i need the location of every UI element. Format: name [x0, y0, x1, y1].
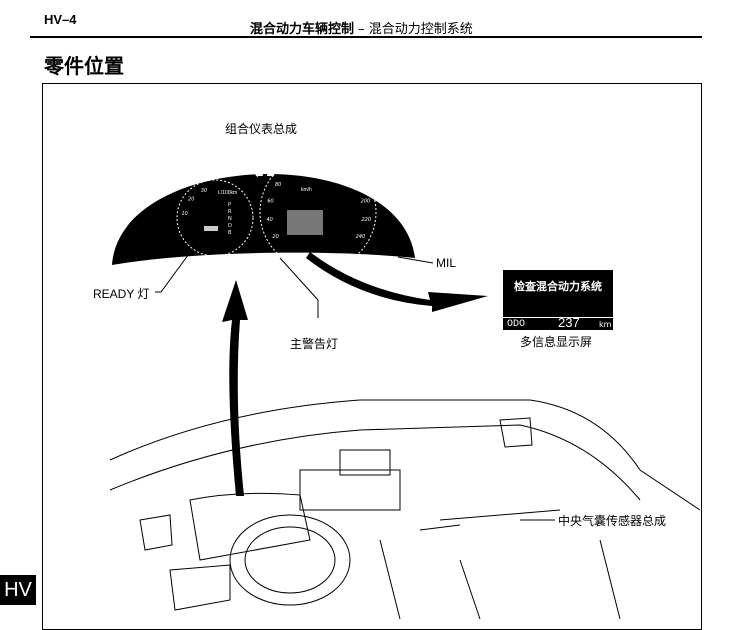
- header-rule: [30, 36, 702, 38]
- gauge-tick-label: 120: [305, 163, 315, 169]
- multi-info-display: 检查混合动力系统 ODO 237 km: [503, 270, 613, 330]
- instrument-cluster: [112, 174, 415, 265]
- odo-value: 237: [558, 315, 580, 330]
- display-divider: [503, 317, 613, 318]
- gauge-tick-label: 80: [275, 182, 281, 188]
- running-header: 混合动力车辆控制 – 混合动力控制系统: [250, 18, 473, 37]
- speed-unit: km/h: [301, 187, 312, 193]
- section-bold: 混合动力车辆控制: [250, 22, 355, 37]
- airbag-sensor-label: 中央气囊传感器总成: [558, 514, 667, 528]
- arrow-up: [222, 280, 248, 496]
- gauge-tick-label: 30: [201, 188, 207, 194]
- ready-lamp: [204, 226, 218, 231]
- shift-position-label: R: [228, 209, 232, 215]
- turn-signal-icons: ⬅ ➡: [255, 170, 276, 181]
- multi-display-label: 多信息显示屏: [520, 335, 593, 349]
- gauge-tick-label: 60: [267, 199, 273, 205]
- lcd-display: [287, 210, 323, 235]
- ready-lamp-label: READY 灯: [93, 287, 150, 301]
- gauge-tick-label: 10: [181, 211, 187, 217]
- gauge-tick-label: 200: [361, 199, 371, 205]
- gauge-tick-label: 220: [362, 217, 372, 223]
- section-name: 混合动力控制系统: [368, 22, 473, 37]
- dashboard-drawing: [109, 399, 701, 619]
- cluster-label: 组合仪表总成: [225, 122, 298, 136]
- gauge-tick-label: 140: [323, 163, 333, 169]
- separator: –: [354, 22, 369, 37]
- economy-unit: L/100km: [218, 190, 238, 196]
- shift-position-label: B: [228, 230, 232, 236]
- page-title: 零件位置: [44, 54, 124, 78]
- gauge-tick-label: 20: [272, 234, 278, 240]
- odo-label: ODO: [507, 319, 526, 330]
- side-tab: HV: [0, 575, 36, 605]
- shift-position-label: D: [228, 223, 232, 229]
- page-number: HV–4: [44, 12, 77, 27]
- gauge-tick-label: 240: [356, 234, 366, 240]
- shift-position-label: P: [228, 202, 231, 208]
- gauge-tick-label: 180: [353, 182, 363, 188]
- master-warning-icon: [265, 253, 270, 258]
- arrow-right: [306, 252, 488, 312]
- gauge-tick-label: 20: [188, 197, 194, 203]
- gauge-tick-label: 100: [288, 170, 298, 176]
- gauge-tick-label: 40: [266, 217, 272, 223]
- mil-label: MIL: [436, 256, 457, 270]
- odo-unit: km: [599, 320, 612, 329]
- shift-position-label: N: [228, 216, 232, 222]
- gauge-tick-label: 160: [340, 170, 350, 176]
- master-warning-label: 主警告灯: [290, 337, 339, 351]
- display-message: 检查混合动力系统: [514, 280, 602, 293]
